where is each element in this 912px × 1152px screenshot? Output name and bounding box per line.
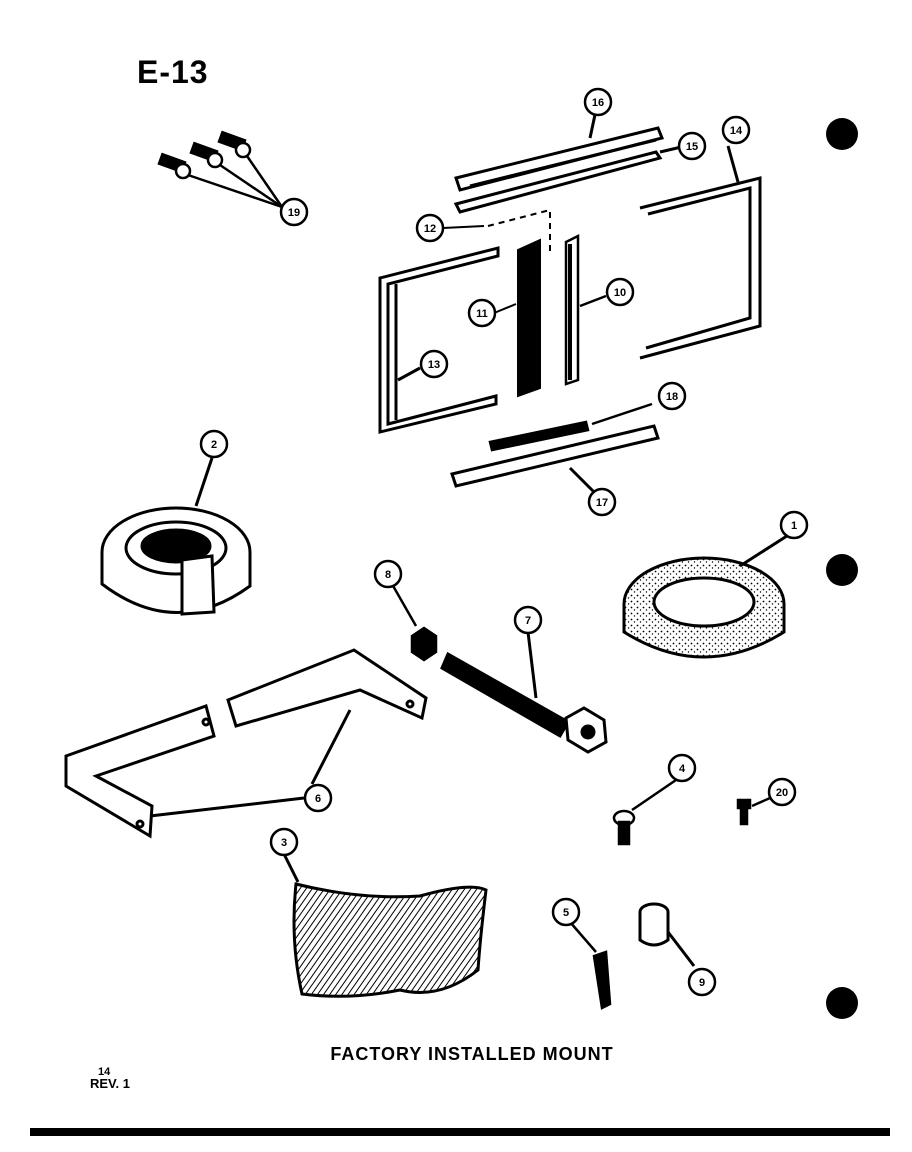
part-bag-3 <box>282 853 488 998</box>
callout-6: 6 <box>315 793 321 805</box>
part-dashed-12 <box>442 208 551 252</box>
callout-17: 17 <box>596 497 608 509</box>
diagram-caption: FACTORY INSTALLED MOUNT <box>330 1044 614 1064</box>
part-block-11 <box>493 238 541 398</box>
callout-10: 10 <box>614 287 626 299</box>
scan-edge <box>30 1128 890 1136</box>
part-bumper-9 <box>638 902 696 967</box>
part-nut-8 <box>390 583 438 662</box>
part-brackets-6 <box>64 648 428 839</box>
binder-hole <box>826 987 858 1019</box>
callout-5: 5 <box>563 907 569 919</box>
part-tape-roll-2 <box>100 457 252 616</box>
callout-19: 19 <box>288 207 300 219</box>
revision-number: 14 <box>98 1066 111 1078</box>
part-screw-20 <box>736 796 771 826</box>
part-bar-18 <box>488 402 653 452</box>
part-left-frame-13 <box>378 246 500 434</box>
part-top-channel-16 <box>454 109 665 192</box>
callout-2: 2 <box>211 439 217 451</box>
callout-7: 7 <box>525 615 531 627</box>
part-foam-roll-1 <box>622 532 791 659</box>
revision-label: REV. 1 <box>90 1076 130 1091</box>
callout-15: 15 <box>686 141 698 153</box>
part-bolt-7 <box>440 631 608 754</box>
part-seal-10 <box>564 233 607 386</box>
binder-hole <box>826 554 858 586</box>
part-rail-17 <box>450 424 660 496</box>
callout-9: 9 <box>699 977 705 989</box>
callout-8: 8 <box>385 569 391 581</box>
callout-11: 11 <box>476 308 488 320</box>
callout-14: 14 <box>730 125 743 137</box>
callout-3: 3 <box>281 837 287 849</box>
callout-13: 13 <box>428 359 440 371</box>
part-screws-9 <box>157 130 284 209</box>
part-wood-screw-5 <box>569 921 612 1010</box>
callout-12: 12 <box>424 223 436 235</box>
part-screw-4 <box>612 778 677 846</box>
callout-18: 18 <box>666 391 678 403</box>
callout-16: 16 <box>592 97 604 109</box>
callout-4: 4 <box>679 763 686 775</box>
page-code: E-13 <box>137 54 209 90</box>
callout-20: 20 <box>776 787 788 799</box>
binder-hole <box>826 118 858 150</box>
callout <box>199 87 809 997</box>
part-right-frame-14 <box>639 145 762 360</box>
callout-1: 1 <box>791 520 797 532</box>
